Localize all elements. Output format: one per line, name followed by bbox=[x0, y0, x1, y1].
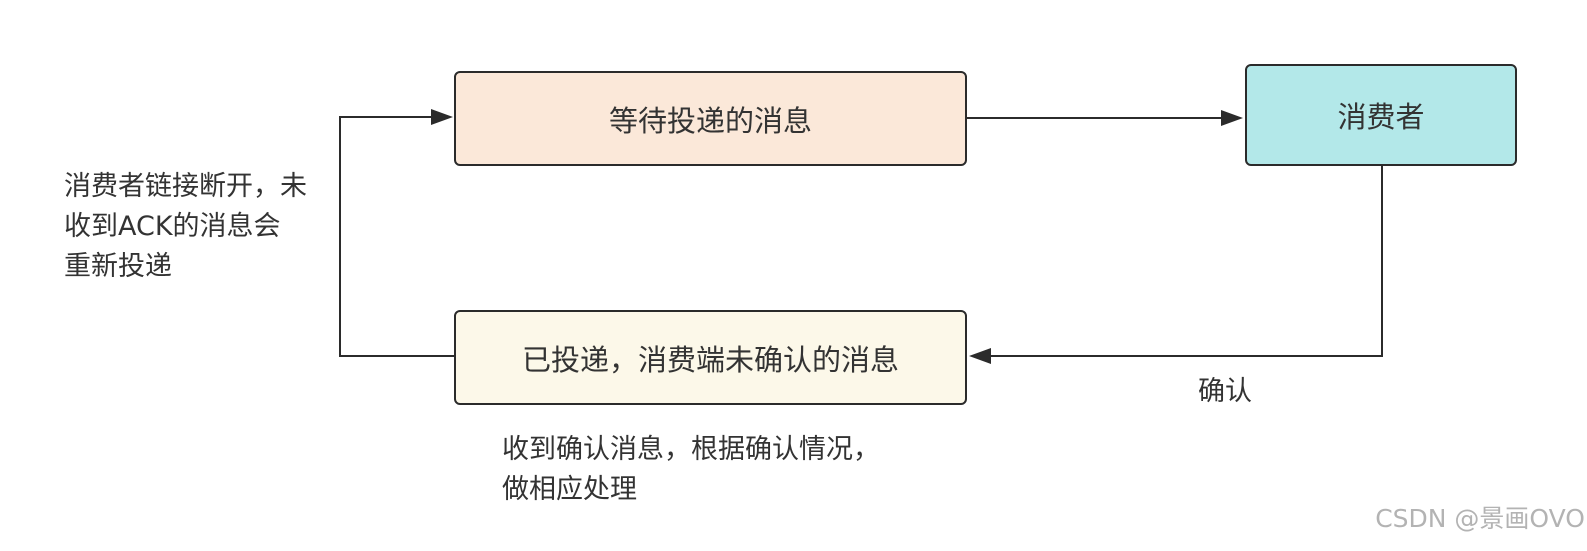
arrow-pending-to-consumer bbox=[967, 110, 1243, 126]
arrow-consumer-to-unacked bbox=[969, 166, 1383, 364]
handle-ack-note: 收到确认消息，根据确认情况， 做相应处理 bbox=[502, 430, 880, 510]
disconnect-note-line-2: 收到ACK的消息会 bbox=[64, 211, 281, 242]
pending-message-node: 等待投递的消息 bbox=[454, 71, 967, 166]
confirm-edge-label: 确认 bbox=[1198, 376, 1252, 407]
disconnect-note-line-1: 消费者链接断开，未 bbox=[64, 171, 307, 202]
unacked-message-label: 已投递，消费端未确认的消息 bbox=[521, 342, 899, 377]
unacked-message-node: 已投递，消费端未确认的消息 bbox=[454, 310, 967, 405]
pending-message-label: 等待投递的消息 bbox=[608, 103, 812, 138]
disconnect-redeliver-note: 消费者链接断开，未 收到ACK的消息会 重新投递 bbox=[64, 167, 307, 287]
consumer-node: 消费者 bbox=[1245, 64, 1517, 166]
consumer-label: 消费者 bbox=[1337, 100, 1425, 134]
csdn-watermark: CSDN @景画OVO bbox=[1375, 504, 1585, 533]
handle-note-line-1: 收到确认消息，根据确认情况， bbox=[502, 434, 880, 465]
disconnect-note-line-3: 重新投递 bbox=[64, 251, 172, 282]
handle-note-line-2: 做相应处理 bbox=[502, 474, 637, 505]
arrow-unacked-to-pending bbox=[339, 109, 454, 357]
